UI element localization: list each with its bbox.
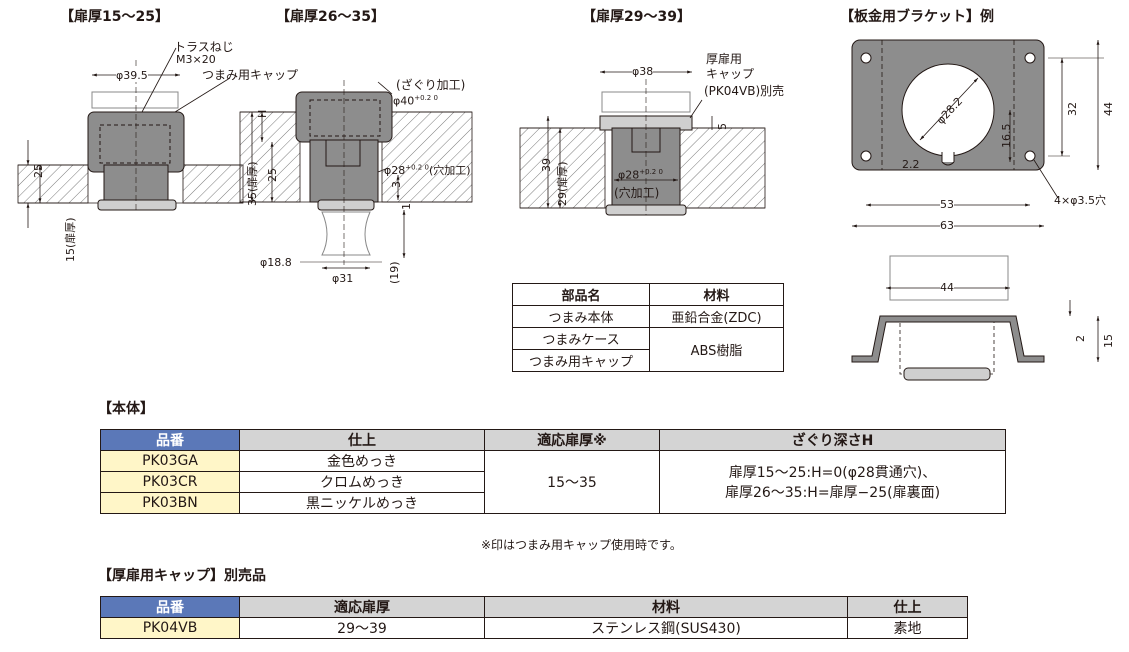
main-header-pn: 品番 [100,429,240,451]
diagram3-39-dim: 39 [540,158,553,172]
table-row: つまみケース ABS樹脂 [512,327,784,372]
part-number-cell: PK03BN [100,492,240,514]
diagram2-h-dim: H [256,109,269,118]
main-section-title: 【本体】 [98,401,154,417]
table-row: PK03BN 黒ニッケルめっき [100,492,1006,514]
diagram4-53-dim: 53 [940,198,954,211]
diagram4-44-dim: 44 [1102,102,1115,116]
diagram4-44b-dim: 44 [940,281,954,294]
cap-section-title: 【厚扉用キャップ】別売品 [98,568,266,584]
diagram2-title: 【扉厚26～35】 [276,9,385,25]
diagram-door-26-35 [239,80,473,270]
diagram2-dia31-dim: φ31 [332,272,354,285]
diagram-door-15-25 [17,47,244,228]
diagram1-cap-label: つまみ用キャップ [202,68,299,82]
depth-line-1: 扉厚15～25:H=0(φ28貫通穴)、 [728,465,937,481]
parts-cell: つまみ用キャップ [512,349,650,372]
diagram-bracket [851,39,1104,381]
diagram4-holes-label: 4×φ3.5穴 [1054,194,1106,207]
diagram3-cap-label-3: (PK04VB)別売 [704,84,785,98]
diagram2-25-dim: 25 [266,168,279,182]
main-header-depth: ざぐり深さH [659,429,1006,451]
parts-cell: ABS樹脂 [649,327,784,372]
main-table-header: 品番 仕上 適応扉厚※ ざぐり深さH [100,429,1006,451]
diagram2-hole-value: φ28 [384,164,406,177]
cap-spec-table: 品番 適応扉厚 材料 仕上 PK04VB 29～39 ステンレス鋼(SUS430… [100,596,968,639]
diagram-door-29-39 [519,70,766,216]
main-spec-table: 品番 仕上 適応扉厚※ ざぐり深さH PK03GA 金色めっき 15～35 扉厚… [100,429,1006,514]
cap-table-header: 品番 適応扉厚 材料 仕上 [100,596,968,618]
table-row: PK03CR クロムめっき [100,471,1006,493]
depth-cell: 扉厚15～25:H=0(φ28貫通穴)、 扉厚26～35:H=扉厚−25(扉裏面… [659,450,1006,514]
diagram1-screw-size: M3×20 [176,53,216,66]
diagram4-2-2-dim: 2.2 [902,158,920,171]
part-number-cell: PK03CR [100,471,240,493]
main-header-finish: 仕上 [239,429,485,451]
parts-cell: つまみ本体 [512,305,650,328]
parts-header-name: 部品名 [512,283,650,306]
parts-table: 部品名 材料 つまみ本体 亜鉛合金(ZDC) つまみケース ABS樹脂 つまみ用… [512,283,784,372]
diagram2-thickness-dim: 35(扉厚) [246,161,259,206]
parts-header-material: 材料 [649,283,784,306]
parts-table-header: 部品名 材料 [512,283,784,306]
diagram3-cap-label-2: キャップ [706,67,755,81]
diagram4-15-dim: 15 [1102,334,1115,348]
diagram3-title: 【扉厚29～39】 [582,9,691,25]
diagram3-hole-tol: +0.2 0 [639,168,663,176]
diagram2-hole-tol: +0.2 0 [405,163,429,172]
finish-cell: 黒ニッケルめっき [239,492,485,514]
thickness-cell: 29～39 [239,617,485,639]
finish-cell: 素地 [847,617,968,639]
diagram4-16-5-dim: 16.5 [1000,123,1013,149]
table-row: PK04VB 29～39 ステンレス鋼(SUS430) 素地 [100,617,968,639]
thickness-cell: 15～35 [484,450,660,514]
diagram3-dia38-dim: φ38 [632,65,654,78]
diagram4-title: 【板金用ブラケット】例 [840,9,994,25]
diagram3-hole-dim: φ28+0.2 0 [618,168,663,182]
main-header-thickness: 適応扉厚※ [484,429,660,451]
diagram2-1-dim: 1 [400,203,413,210]
diagram1-25-dim: 25 [32,164,45,178]
diagram3-hole-label: (穴加工) [614,186,660,200]
finish-cell: クロムめっき [239,471,485,493]
diagram2-dia40-tol: +0.2 0 [414,94,438,102]
diagram3-hole-value: φ28 [618,168,640,182]
diagram4-32-dim: 32 [1066,102,1079,116]
diagram2-hole-dim: φ28+0.2 0(穴加工) [384,162,471,178]
part-number-cell: PK03GA [100,450,240,472]
diagram2-dia18-dim: φ18.8 [260,256,292,269]
diagram2-dia40-value: φ40 [393,94,415,108]
diagram2-counterbore-label: (ざぐり加工) [396,78,466,92]
diagram1-screw-label: トラスねじ [174,40,234,54]
diagram1-dia-dim: φ39.5 [116,69,148,82]
diagram1-title: 【扉厚15～25】 [60,9,169,25]
diagram2-hole-label: (穴加工) [428,164,471,177]
diagram4-2-dim: 2 [1074,335,1087,342]
cap-header-thickness: 適応扉厚 [239,596,485,618]
diagram3-5-dim: 5 [716,123,729,130]
table-row: PK03GA 金色めっき 15～35 扉厚15～25:H=0(φ28貫通穴)、 … [100,450,1006,514]
parts-cell: つまみケース [512,327,650,350]
diagram2-dia40-dim: φ40+0.2 0 [393,94,438,108]
diagram3-cap-label-1: 厚扉用 [706,52,743,66]
diagram4-63-dim: 63 [940,219,954,232]
material-cell: ステンレス鋼(SUS430) [484,617,848,639]
diagram2-19-dim: (19) [388,261,401,284]
part-number-cell: PK04VB [100,617,240,639]
depth-line-2: 扉厚26～35:H=扉厚−25(扉裏面) [724,485,941,501]
cap-header-finish: 仕上 [847,596,968,618]
diagram3-thickness-dim: 29(扉厚) [556,161,569,206]
cap-header-pn: 品番 [100,596,240,618]
finish-cell: 金色めっき [239,450,485,472]
main-footnote: ※印はつまみ用キャップ使用時です。 [481,538,682,552]
table-row: つまみ本体 亜鉛合金(ZDC) [512,305,784,328]
diagram2-3-dim: 3 [390,181,403,188]
parts-cell: 亜鉛合金(ZDC) [649,305,784,328]
cap-header-material: 材料 [484,596,848,618]
table-row: つまみ用キャップ [512,349,784,372]
diagram1-thickness-dim: 15(扉厚) [64,217,77,262]
